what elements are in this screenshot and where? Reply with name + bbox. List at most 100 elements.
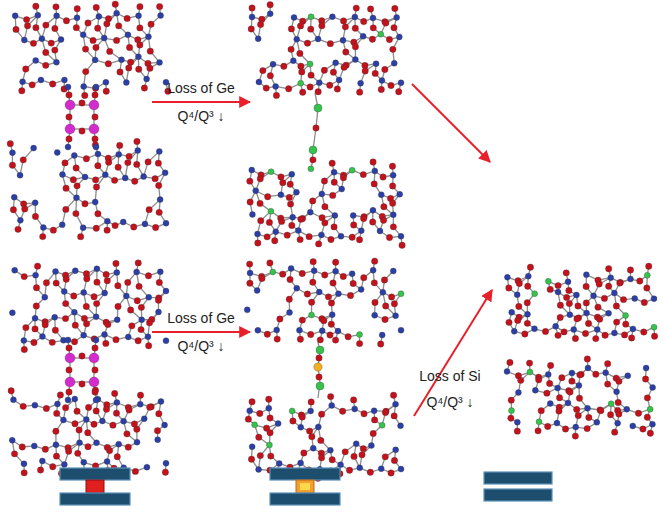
silicon-atom [288,265,294,271]
oxygen-atom [156,209,162,215]
silicon-atom [118,57,124,63]
oxygen-atom [94,279,100,285]
oxygen-atom [83,156,89,162]
silicon-atom [93,337,99,343]
silicon-atom [504,368,510,374]
silicon-atom [310,445,316,451]
oxygen-atom [92,136,98,142]
silicon-atom [10,397,16,403]
process-arrow [152,331,250,333]
oxygen-atom [524,300,530,306]
oxygen-atom [306,233,312,239]
oxygen-atom [62,300,68,306]
oxygen-atom [146,206,152,212]
oxygen-atom [111,390,117,396]
oxygen-atom [308,72,314,78]
oxygen-atom [318,411,324,417]
oxygen-atom [566,300,572,306]
oxygen-atom [525,283,531,289]
layer-icon [60,493,130,505]
oxygen-atom [42,446,48,452]
silicon-atom [358,228,364,234]
oxygen-atom [602,332,608,338]
silicon-atom [649,421,655,427]
oxygen-atom [115,164,121,170]
oxygen-atom [124,431,130,437]
silicon-atom [17,172,23,178]
silicon-atom [33,58,39,64]
silicon-atom [157,269,163,275]
oxygen-atom [20,157,26,163]
silicon-atom [53,269,59,275]
silicon-atom [155,437,161,443]
oxygen-atom [313,125,319,131]
oxygen-atom [113,260,119,266]
oxygen-atom [322,272,328,278]
oxygen-atom [620,296,626,302]
oxygen-atom [74,6,80,12]
silicon-atom [134,269,140,275]
silicon-atom [9,310,15,316]
silicon-atom [394,14,400,20]
silicon-atom [273,83,279,89]
oxygen-atom [147,48,153,54]
oxygen-atom [351,222,357,228]
oxygen-atom [389,163,395,169]
oxygen-atom [103,271,109,277]
silicon-atom-green [644,272,650,278]
oxygen-atom [111,177,117,183]
silicon-atom [61,461,67,467]
oxygen-atom [352,25,358,31]
layer-icon [484,472,552,484]
s4r-icon-core [300,483,310,490]
silicon-atom [59,172,65,178]
ratio-label: Q⁴/Q³ ↓ [150,338,252,354]
silicon-atom-green [379,422,385,428]
silicon-atom [532,387,538,393]
oxygen-atom [83,303,89,309]
oxygen-atom [361,274,367,280]
oxygen-atom [327,40,333,46]
oxygen-atom [132,468,138,474]
silicon-atom [116,441,122,447]
oxygen-atom [396,89,402,95]
oxygen-atom [104,21,110,27]
oxygen-atom [582,330,588,336]
oxygen-atom [155,160,161,166]
oxygen-atom [105,159,111,165]
oxygen-atom [647,430,653,436]
silicon-atom [349,271,355,277]
silicon-atom [145,34,151,40]
oxygen-atom [318,455,324,461]
oxygen-atom [586,414,592,420]
oxygen-atom [628,335,634,341]
oxygen-atom [380,217,386,223]
silicon-atom [81,289,87,295]
oxygen-atom [615,399,621,405]
silicon-atom-green [289,408,295,414]
oxygen-atom [299,317,305,323]
oxygen-atom [308,299,314,305]
oxygen-atom [321,67,327,73]
oxygen-atom [43,280,49,286]
silicon-atom [101,35,107,41]
oxygen-atom [351,453,357,459]
oxygen-atom [332,337,338,343]
silicon-atom [61,77,67,83]
oxygen-atom [145,273,151,279]
silicon-atom [565,400,571,406]
oxygen-atom [339,408,345,414]
silicon-atom [9,437,15,443]
oxygen-atom [247,178,253,184]
silicon-atom [525,273,531,279]
silicon-atom [116,151,122,157]
oxygen-atom [555,282,561,288]
silicon-atom [353,441,359,447]
silicon-atom [583,272,589,278]
silicon-atom [289,171,295,177]
oxygen-atom [124,15,130,21]
silicon-atom [9,150,15,156]
oxygen-atom [604,360,610,366]
central-atom [314,363,322,371]
silicon-atom [311,268,317,274]
